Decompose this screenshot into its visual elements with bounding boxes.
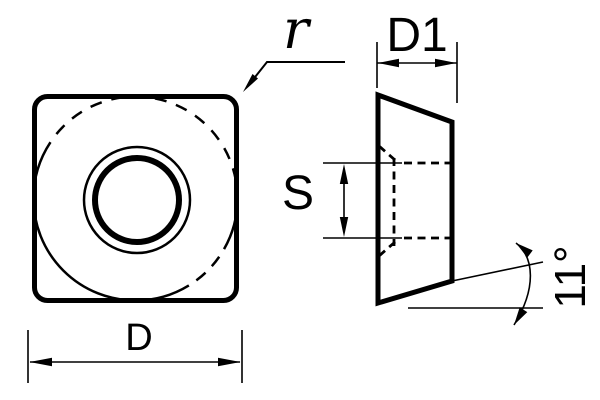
hole-bore-circle bbox=[92, 155, 182, 245]
arrowhead-icon bbox=[218, 357, 241, 367]
corner-radius-label: r bbox=[283, 0, 312, 61]
inscribed-circle bbox=[32, 95, 239, 302]
arrowhead-icon bbox=[339, 217, 349, 237]
width-label: D bbox=[125, 317, 152, 359]
arrowhead-icon bbox=[514, 307, 528, 325]
arrowhead-icon bbox=[516, 243, 533, 258]
thickness-label: S bbox=[282, 167, 314, 220]
insert-outline bbox=[32, 94, 239, 303]
thickness-dimension: S bbox=[282, 162, 402, 239]
corner-radius-callout: r bbox=[243, 0, 345, 92]
hidden-line bbox=[378, 144, 396, 162]
angle-slant-reference-line bbox=[451, 261, 544, 282]
arrowhead-icon bbox=[339, 164, 349, 184]
front-view bbox=[32, 94, 239, 303]
corner-radius-leader-line bbox=[247, 61, 345, 87]
hidden-hole-lines bbox=[378, 144, 450, 258]
side-view bbox=[375, 91, 455, 307]
insert-profile bbox=[375, 91, 455, 307]
clearance-angle-annotation: 11° bbox=[408, 242, 595, 326]
top-width-label: D1 bbox=[386, 9, 447, 62]
arrowhead-icon bbox=[377, 58, 399, 68]
corner-radius-arrowhead-icon bbox=[243, 74, 258, 92]
top-width-dimension: D1 bbox=[376, 9, 458, 103]
hole-countersink-circle bbox=[82, 145, 192, 255]
arrowhead-icon bbox=[29, 357, 52, 367]
clearance-angle-label: 11° bbox=[546, 245, 595, 308]
width-dimension: D bbox=[27, 317, 243, 383]
hidden-line bbox=[378, 240, 396, 258]
arrowhead-icon bbox=[435, 58, 457, 68]
